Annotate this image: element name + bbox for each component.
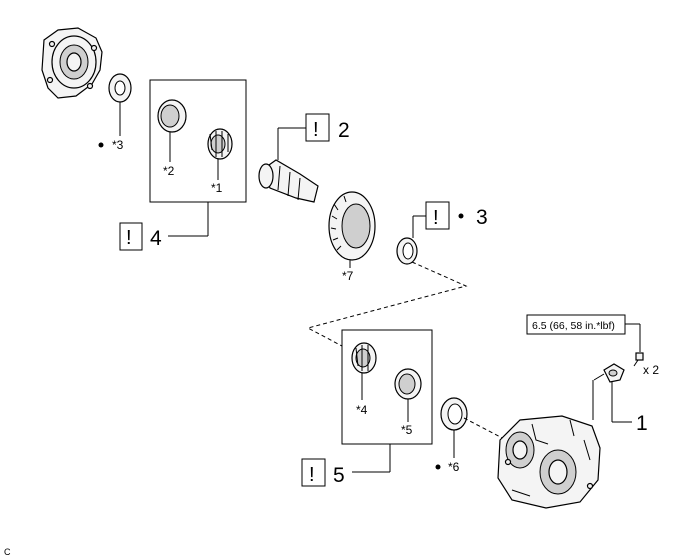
- seal-dot-marker: [98, 142, 104, 148]
- label-star5: *5: [401, 423, 413, 437]
- tapered-roller-bearing-lower-part: [351, 342, 377, 400]
- seal-install-line: [463, 417, 507, 441]
- caution-mark-5: !: [309, 464, 315, 486]
- bearing-group-box-5: [341, 329, 433, 445]
- shift-sensor-bracket-part: [603, 363, 625, 383]
- caution-mark-2: !: [313, 119, 319, 141]
- label-star1: *1: [211, 181, 223, 195]
- torque-spec-text: 6.5 (66, 58 in.*lbf): [532, 320, 615, 332]
- label-star4: *4: [356, 403, 368, 417]
- figure-code: C: [4, 547, 11, 557]
- label-star2: *2: [163, 164, 175, 178]
- ring-gear-part: [328, 191, 376, 268]
- bearing-outer-race-lower-part: [394, 368, 422, 422]
- transfer-case-housing-part: [497, 415, 601, 509]
- bearing-outer-race-part: [157, 99, 187, 162]
- drive-pinion-shaft-part: [258, 127, 319, 203]
- installation-path-line: [306, 261, 468, 347]
- thrust-washer-part: [108, 73, 132, 136]
- bolt-quantity: x 2: [643, 363, 659, 377]
- callout-number-5: 5: [333, 464, 345, 487]
- callout-number-1: 1: [636, 412, 648, 435]
- seal-dot-marker-3: [458, 213, 464, 219]
- label-star7: *7: [342, 269, 354, 283]
- caution-mark-4: !: [126, 227, 132, 249]
- oil-seal-ring-part: [396, 215, 426, 265]
- bolt-part: [633, 352, 644, 367]
- bearing-group-box-4: [149, 79, 247, 203]
- label-star3: *3: [112, 138, 124, 152]
- callout-number-4: 4: [150, 227, 162, 250]
- caution-box-5: [301, 458, 326, 487]
- caution-box-3: [425, 201, 450, 230]
- tapered-roller-bearing-part: [207, 128, 233, 180]
- oil-seal-part: [440, 397, 468, 458]
- caution-box-4: [119, 222, 143, 251]
- caution-box-2: [305, 113, 330, 142]
- callout-number-2: 2: [338, 119, 350, 142]
- callout-number-3: 3: [476, 206, 488, 229]
- extension-housing-part: [41, 27, 103, 99]
- label-star6: *6: [448, 460, 460, 474]
- caution-mark-3: !: [433, 207, 439, 229]
- seal-dot-marker-6: [435, 464, 441, 470]
